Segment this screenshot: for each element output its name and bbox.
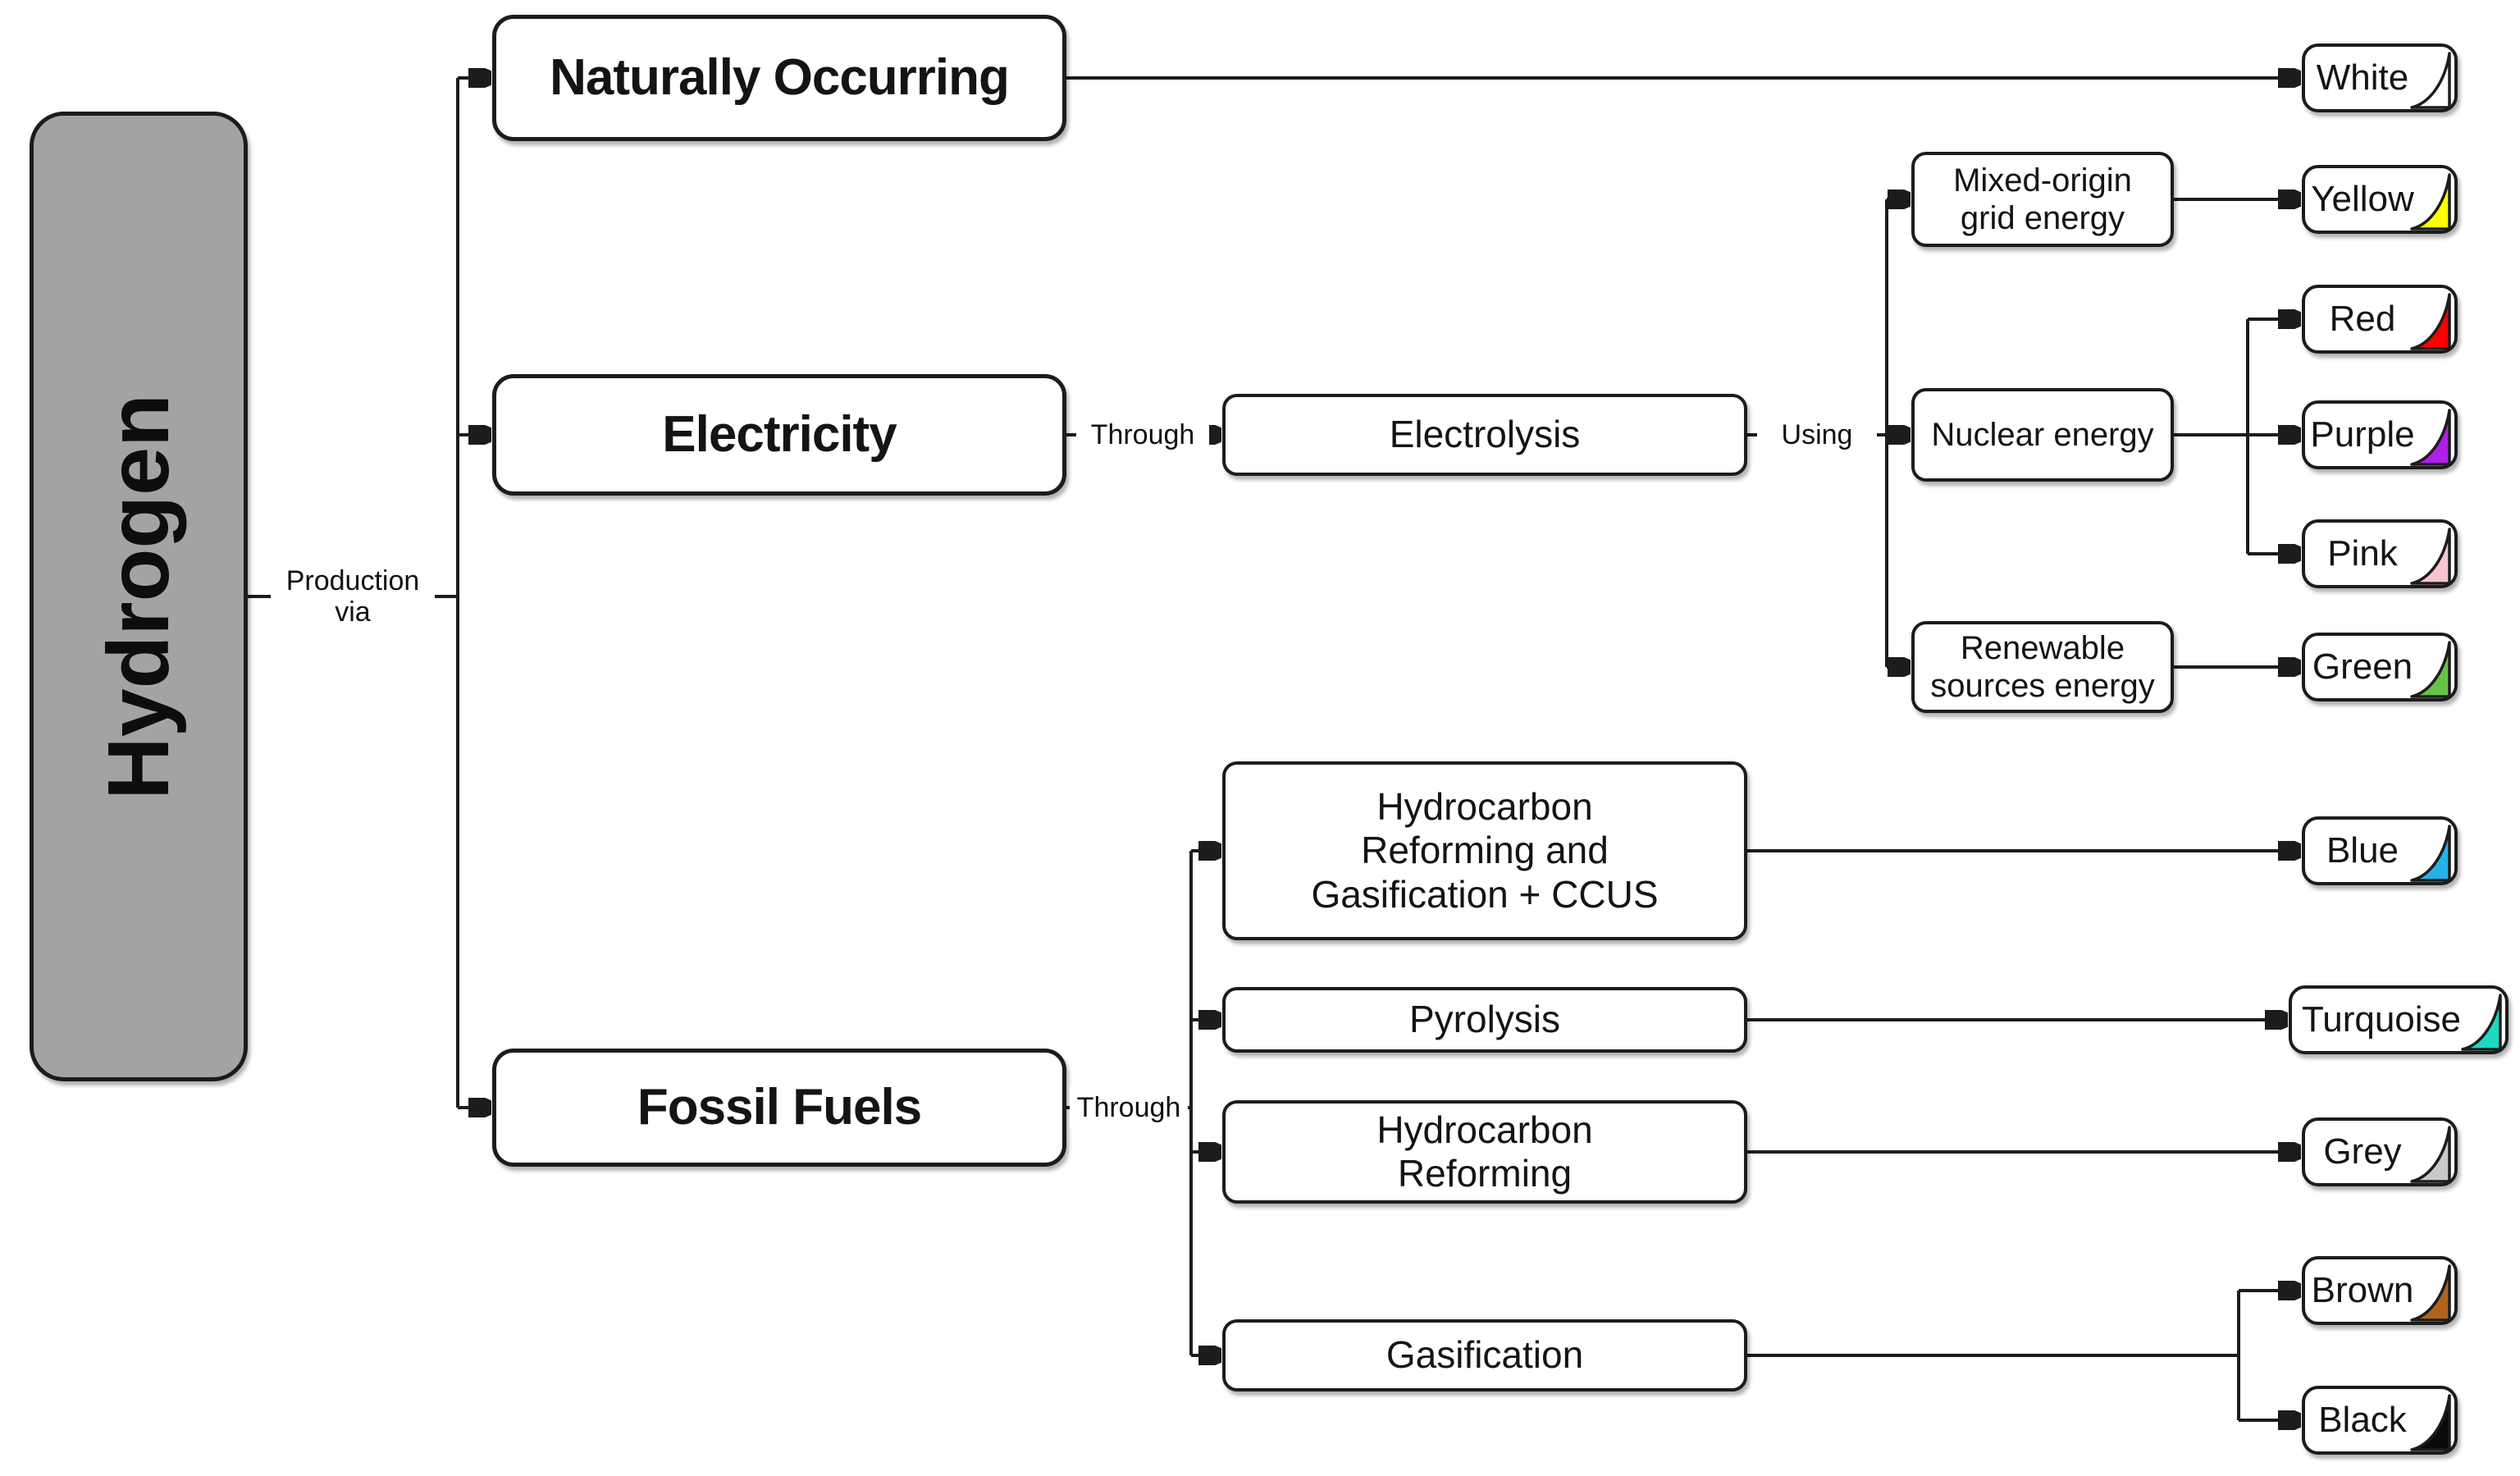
renewable-sources-label: Renewable sources energy [1930,629,2155,704]
gasification-label: Gasification [1386,1333,1584,1377]
green-label: Green [2312,647,2413,687]
page-curl-icon [2410,1264,2451,1322]
node-brown-hydrogen: Brown [2302,1256,2458,1325]
page-curl-icon [2410,173,2451,231]
using-label: Using [1757,414,1877,456]
through-fossil-label: Through [1070,1086,1188,1129]
red-label: Red [2329,299,2396,339]
electricity-label: Electricity [662,406,897,464]
naturally-occurring-label: Naturally Occurring [550,49,1010,107]
page-curl-icon [2410,293,2451,350]
node-green-hydrogen: Green [2302,633,2458,701]
node-pyrolysis: Pyrolysis [1222,987,1747,1053]
node-red-hydrogen: Red [2302,285,2458,354]
node-fossil-fuels: Fossil Fuels [492,1049,1066,1167]
pyrolysis-label: Pyrolysis [1408,998,1561,1041]
node-electrolysis: Electrolysis [1222,394,1747,476]
node-electricity: Electricity [492,374,1066,496]
node-hydrogen: Hydrogen [30,112,248,1081]
grey-label: Grey [2323,1131,2402,1172]
node-naturally-occurring: Naturally Occurring [492,15,1066,141]
node-black-hydrogen: Black [2302,1386,2458,1455]
node-yellow-hydrogen: Yellow [2302,165,2458,234]
node-white-hydrogen: White [2302,43,2458,112]
node-turquoise-hydrogen: Turquoise [2289,985,2509,1054]
page-curl-icon [2410,641,2451,698]
mixed-origin-label: Mixed-origin grid energy [1953,162,2132,236]
node-gasification: Gasification [1222,1319,1747,1391]
page-curl-icon [2410,1394,2451,1451]
hydrocarbon-reforming-label: Hydrocarbon Reforming [1376,1108,1593,1195]
fossil-fuels-label: Fossil Fuels [637,1079,922,1136]
blue-label: Blue [2326,830,2399,871]
node-pink-hydrogen: Pink [2302,519,2458,588]
node-grey-hydrogen: Grey [2302,1117,2458,1186]
white-label: White [2316,57,2409,98]
pink-label: Pink [2327,533,2398,573]
brown-label: Brown [2311,1270,2414,1310]
page-curl-icon [2410,409,2451,466]
page-curl-icon [2410,1126,2451,1183]
page-curl-icon [2461,994,2502,1051]
page-curl-icon [2410,825,2451,882]
electrolysis-label: Electrolysis [1389,413,1581,456]
edge-fossil-branch [1066,851,2299,1420]
page-curl-icon [2410,528,2451,585]
yellow-label: Yellow [2311,179,2414,219]
node-nuclear-energy: Nuclear energy [1911,388,2174,482]
production-via-label: Production via [271,550,435,643]
turquoise-label: Turquoise [2301,999,2462,1040]
black-label: Black [2318,1400,2407,1440]
node-blue-hydrogen: Blue [2302,816,2458,885]
purple-label: Purple [2310,414,2415,455]
node-purple-hydrogen: Purple [2302,400,2458,469]
node-hydrocarbon-reforming-gasification-ccus: Hydrocarbon Reforming and Gasification +… [1222,761,1747,940]
hydrogen-label: Hydrogen [89,393,187,800]
node-mixed-origin-grid-energy: Mixed-origin grid energy [1911,152,2174,247]
node-hydrocarbon-reforming: Hydrocarbon Reforming [1222,1100,1747,1204]
nuclear-energy-label: Nuclear energy [1931,416,2154,453]
node-renewable-sources-energy: Renewable sources energy [1911,621,2174,713]
hrg-ccus-label: Hydrocarbon Reforming and Gasification +… [1311,784,1659,916]
page-curl-icon [2410,52,2451,109]
through-electricity-label: Through [1076,414,1209,456]
edge-electricity-branch [1066,199,2299,667]
